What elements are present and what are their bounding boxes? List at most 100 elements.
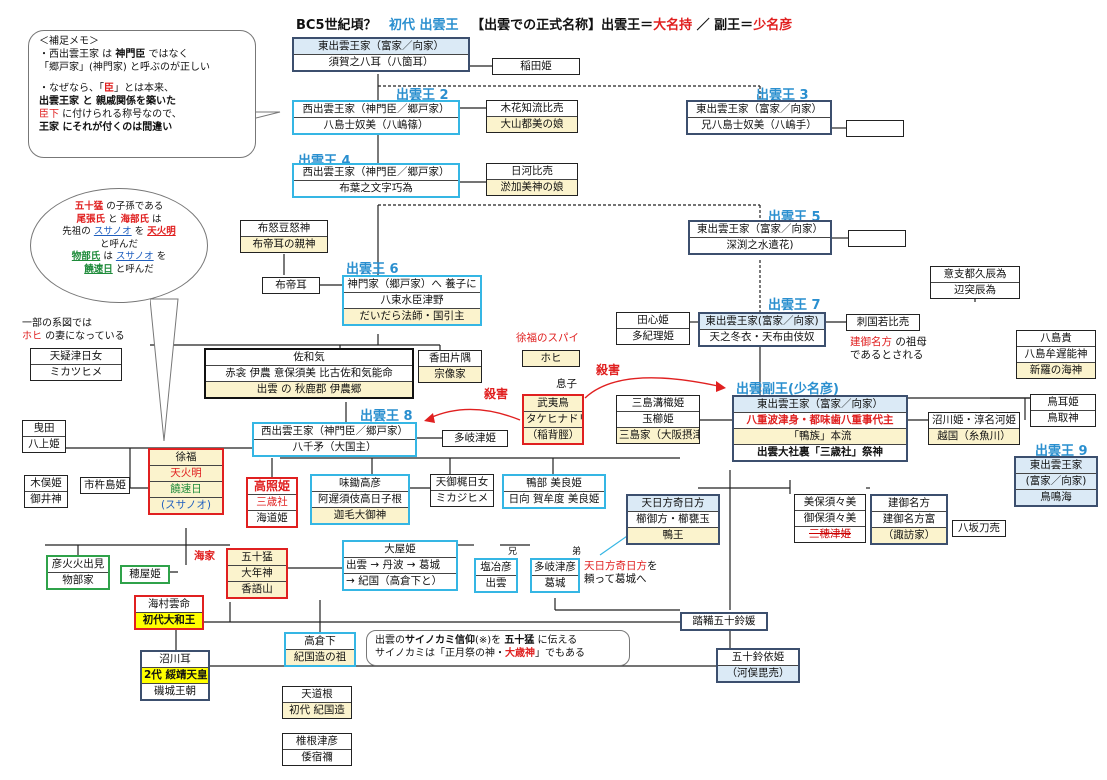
box-line: 沼川姫・淳名河姫 [932, 414, 1016, 426]
side-note: 一部の系図では ホヒ の妻になっている [22, 318, 125, 342]
sainokami-note: 出雲のサイノカミ信仰(※)を 五十猛 に伝える サイノカミは「正月祭の神・大歳神… [366, 630, 630, 666]
header: BC5世紀頃？ 初代 出雲王 【出雲での正式名称】出雲王＝大名持 ／ 副王＝少名… [296, 19, 792, 32]
spy-label: 徐福のスパイ [516, 332, 579, 344]
box-line: 高倉下 [304, 635, 336, 647]
tagokoro-box: 田心姫多紀理姫 [616, 312, 690, 345]
box-line: （諏訪家） [872, 527, 946, 543]
box-line: 海道姫 [248, 510, 296, 526]
box-line: 味鋤高彦 [339, 477, 381, 489]
box-line: 東出雲王家（富家／向家） [697, 223, 823, 235]
box-line: 天日方奇日方 [628, 496, 718, 511]
box-line: 八島貴 [1040, 332, 1072, 344]
box-line: 武夷鳥 [537, 397, 569, 409]
memo-bubble: ＜補足メモ＞ ・西出雲王家 は 神門臣 ではなく 「郷戸家」(神門家) と呼ぶの… [28, 30, 256, 158]
king-label-7: 出雲王 7 [768, 298, 821, 313]
box-line: → 紀国（高倉下と） [344, 573, 456, 589]
yashimamu-box: 八島貴八島牟遅能神新羅の海神 [1016, 330, 1096, 379]
box-line: 高照姫 [253, 479, 290, 493]
amemichine-box: 天道根初代 紀国造 [282, 686, 352, 719]
box-line: 兄八島士奴美（八嶋手） [688, 117, 830, 133]
kamo-box: 鴨部 美良姫日向 賀牟度 美良姫 [502, 474, 606, 509]
box-line: 木花知流比売 [500, 102, 564, 114]
king-label-8: 出雲王 8 [360, 409, 413, 424]
box-line: 多紀理姫 [617, 328, 689, 344]
king2-box: 西出雲王家（神門臣／郷戸家）八島士奴美（八嶋篠） [292, 100, 460, 135]
box-line: 磯城王朝 [142, 683, 208, 699]
box-line: 玉櫛姫 [617, 411, 699, 427]
musuko-label: 息子 [556, 378, 577, 390]
ajisuki-box: 味鋤高彦阿遅須伎高日子根迦毛大御神 [310, 474, 410, 525]
memo-line: 「郷戸家」(神門家) と呼ぶのが正しい [39, 62, 210, 73]
king-label-3: 出雲王 3 [756, 88, 809, 103]
hida-box: 曳田八上姫 [22, 420, 66, 453]
box-line: 饒速日 [150, 481, 222, 497]
box-line: 五十鈴依姫 [731, 651, 785, 663]
first-king-label: 初代 出雲王 [389, 18, 459, 33]
box-line: 沼川耳 [159, 653, 191, 665]
box-line: 天火明 [150, 465, 222, 481]
takateru-box: 高照姫三歳社海道姫 [246, 477, 298, 528]
box-line: 三歳社 [248, 494, 296, 510]
yasaka-box: 八坂刀売 [952, 520, 1006, 537]
box-line: 天御梶日女 [435, 476, 489, 488]
box-line: 2代 綏靖天皇 [142, 667, 208, 683]
box-line: 大年神 [228, 565, 286, 581]
memo-line: 出雲王家 と 親戚関係を築いた [39, 96, 176, 107]
konomata-box: 木俣姫御井神 [24, 475, 68, 508]
box-line: 曳田 [33, 422, 55, 434]
box-line: 阿遅須伎高日子根 [312, 491, 408, 507]
box-line: ミカツヒメ [31, 364, 121, 380]
box-line: （稲背脛） [524, 427, 582, 443]
box-line: 赤衾 伊農 意保須美 比古佐和気能命 [206, 365, 412, 381]
amamura-box: 海村雲命初代大和王 [134, 595, 204, 630]
box-line: 須賀之八耳（八箇耳） [294, 54, 468, 70]
box-line: 鳥取神 [1031, 410, 1095, 426]
king3-box: 東出雲王家（富家／向家）兄八島士奴美（八嶋手） [686, 100, 832, 135]
box-line: 東出雲王家 [1029, 459, 1083, 471]
box-line: 「鴨族」本流 [734, 428, 906, 444]
king-label-9: 出雲王 9 [1035, 444, 1088, 459]
hikawa-box: 日河比売淤加美神の娘 [486, 163, 578, 196]
takakuraji-box: 高倉下紀国造の祖 [284, 632, 356, 667]
mihosu-box: 美保須々美御保須々美三穂津姫 [794, 494, 866, 543]
box-line: 八千矛（大国主） [254, 439, 415, 455]
box-line: 出雲 → 丹波 → 葛城 [344, 557, 456, 573]
box-line: 天道根 [301, 688, 333, 700]
box-line: 椎根津彦 [296, 735, 338, 747]
box-line: 意支都久辰為 [943, 268, 1007, 280]
satsugai-label: 殺害 [596, 363, 621, 377]
memo-line: ・西出雲王家 は 神門臣 ではなく [39, 49, 189, 60]
oyahime-box: 大屋姫出雲 → 丹波 → 葛城→ 紀国（高倉下と） [342, 540, 458, 591]
box-line: 徐福 [175, 451, 197, 463]
box-line: 櫛御方・櫛甕玉 [628, 511, 718, 527]
hoya-box: 穂屋姫 [120, 565, 170, 584]
box-line: 越国（糸魚川） [929, 428, 1019, 444]
box-line: 初代 紀国造 [283, 702, 351, 718]
box-line: 西出雲王家（神門臣／郷戸家） [302, 166, 450, 178]
hikohohodemi-box: 彦火火出見物部家 [46, 555, 110, 590]
box-line: 八上姫 [23, 436, 65, 452]
box-line: 建御名方富 [872, 511, 946, 527]
futemimi-box: 布帝耳 [262, 277, 320, 294]
kuzuki-note: 天日方奇日方を 頼って葛城へ [584, 560, 658, 585]
box-line: 三島家（大阪摂津） [617, 427, 699, 443]
box-line: 塩冶彦 [480, 561, 512, 573]
inada-box: 稲田姫 [492, 58, 580, 75]
nunakawa2-box: 沼川耳 2代 綏靖天皇磯城王朝 [140, 650, 210, 701]
sashikuni-box: 刺国若比売 [846, 314, 920, 331]
shioji-box: 塩冶彦出雲 [474, 558, 518, 593]
king7-box: 東出雲王家(富家／向家)天之冬衣・天布由伎奴 [698, 312, 826, 347]
box-line: 八束水臣津野 [344, 292, 480, 308]
takitsuhiko-box: 多岐津彦葛城 [530, 558, 580, 593]
box-line: 佐和気 [293, 351, 325, 363]
title-omochi: 大名持 [653, 18, 693, 33]
box-line: 西出雲王家（神門臣／郷戸家） [261, 425, 408, 437]
bubble-tail [150, 298, 179, 442]
box-line: 布怒豆怒神 [257, 222, 311, 234]
box-line: 鳥鳴海 [1016, 489, 1096, 505]
box-line: 紀国造の祖 [286, 649, 354, 665]
box-line: 海村雲命 [148, 598, 190, 610]
memo-line: 王家 にそれが付くのは間違い [39, 122, 173, 133]
ichikishima-box: 市杵島姫 [80, 477, 130, 494]
